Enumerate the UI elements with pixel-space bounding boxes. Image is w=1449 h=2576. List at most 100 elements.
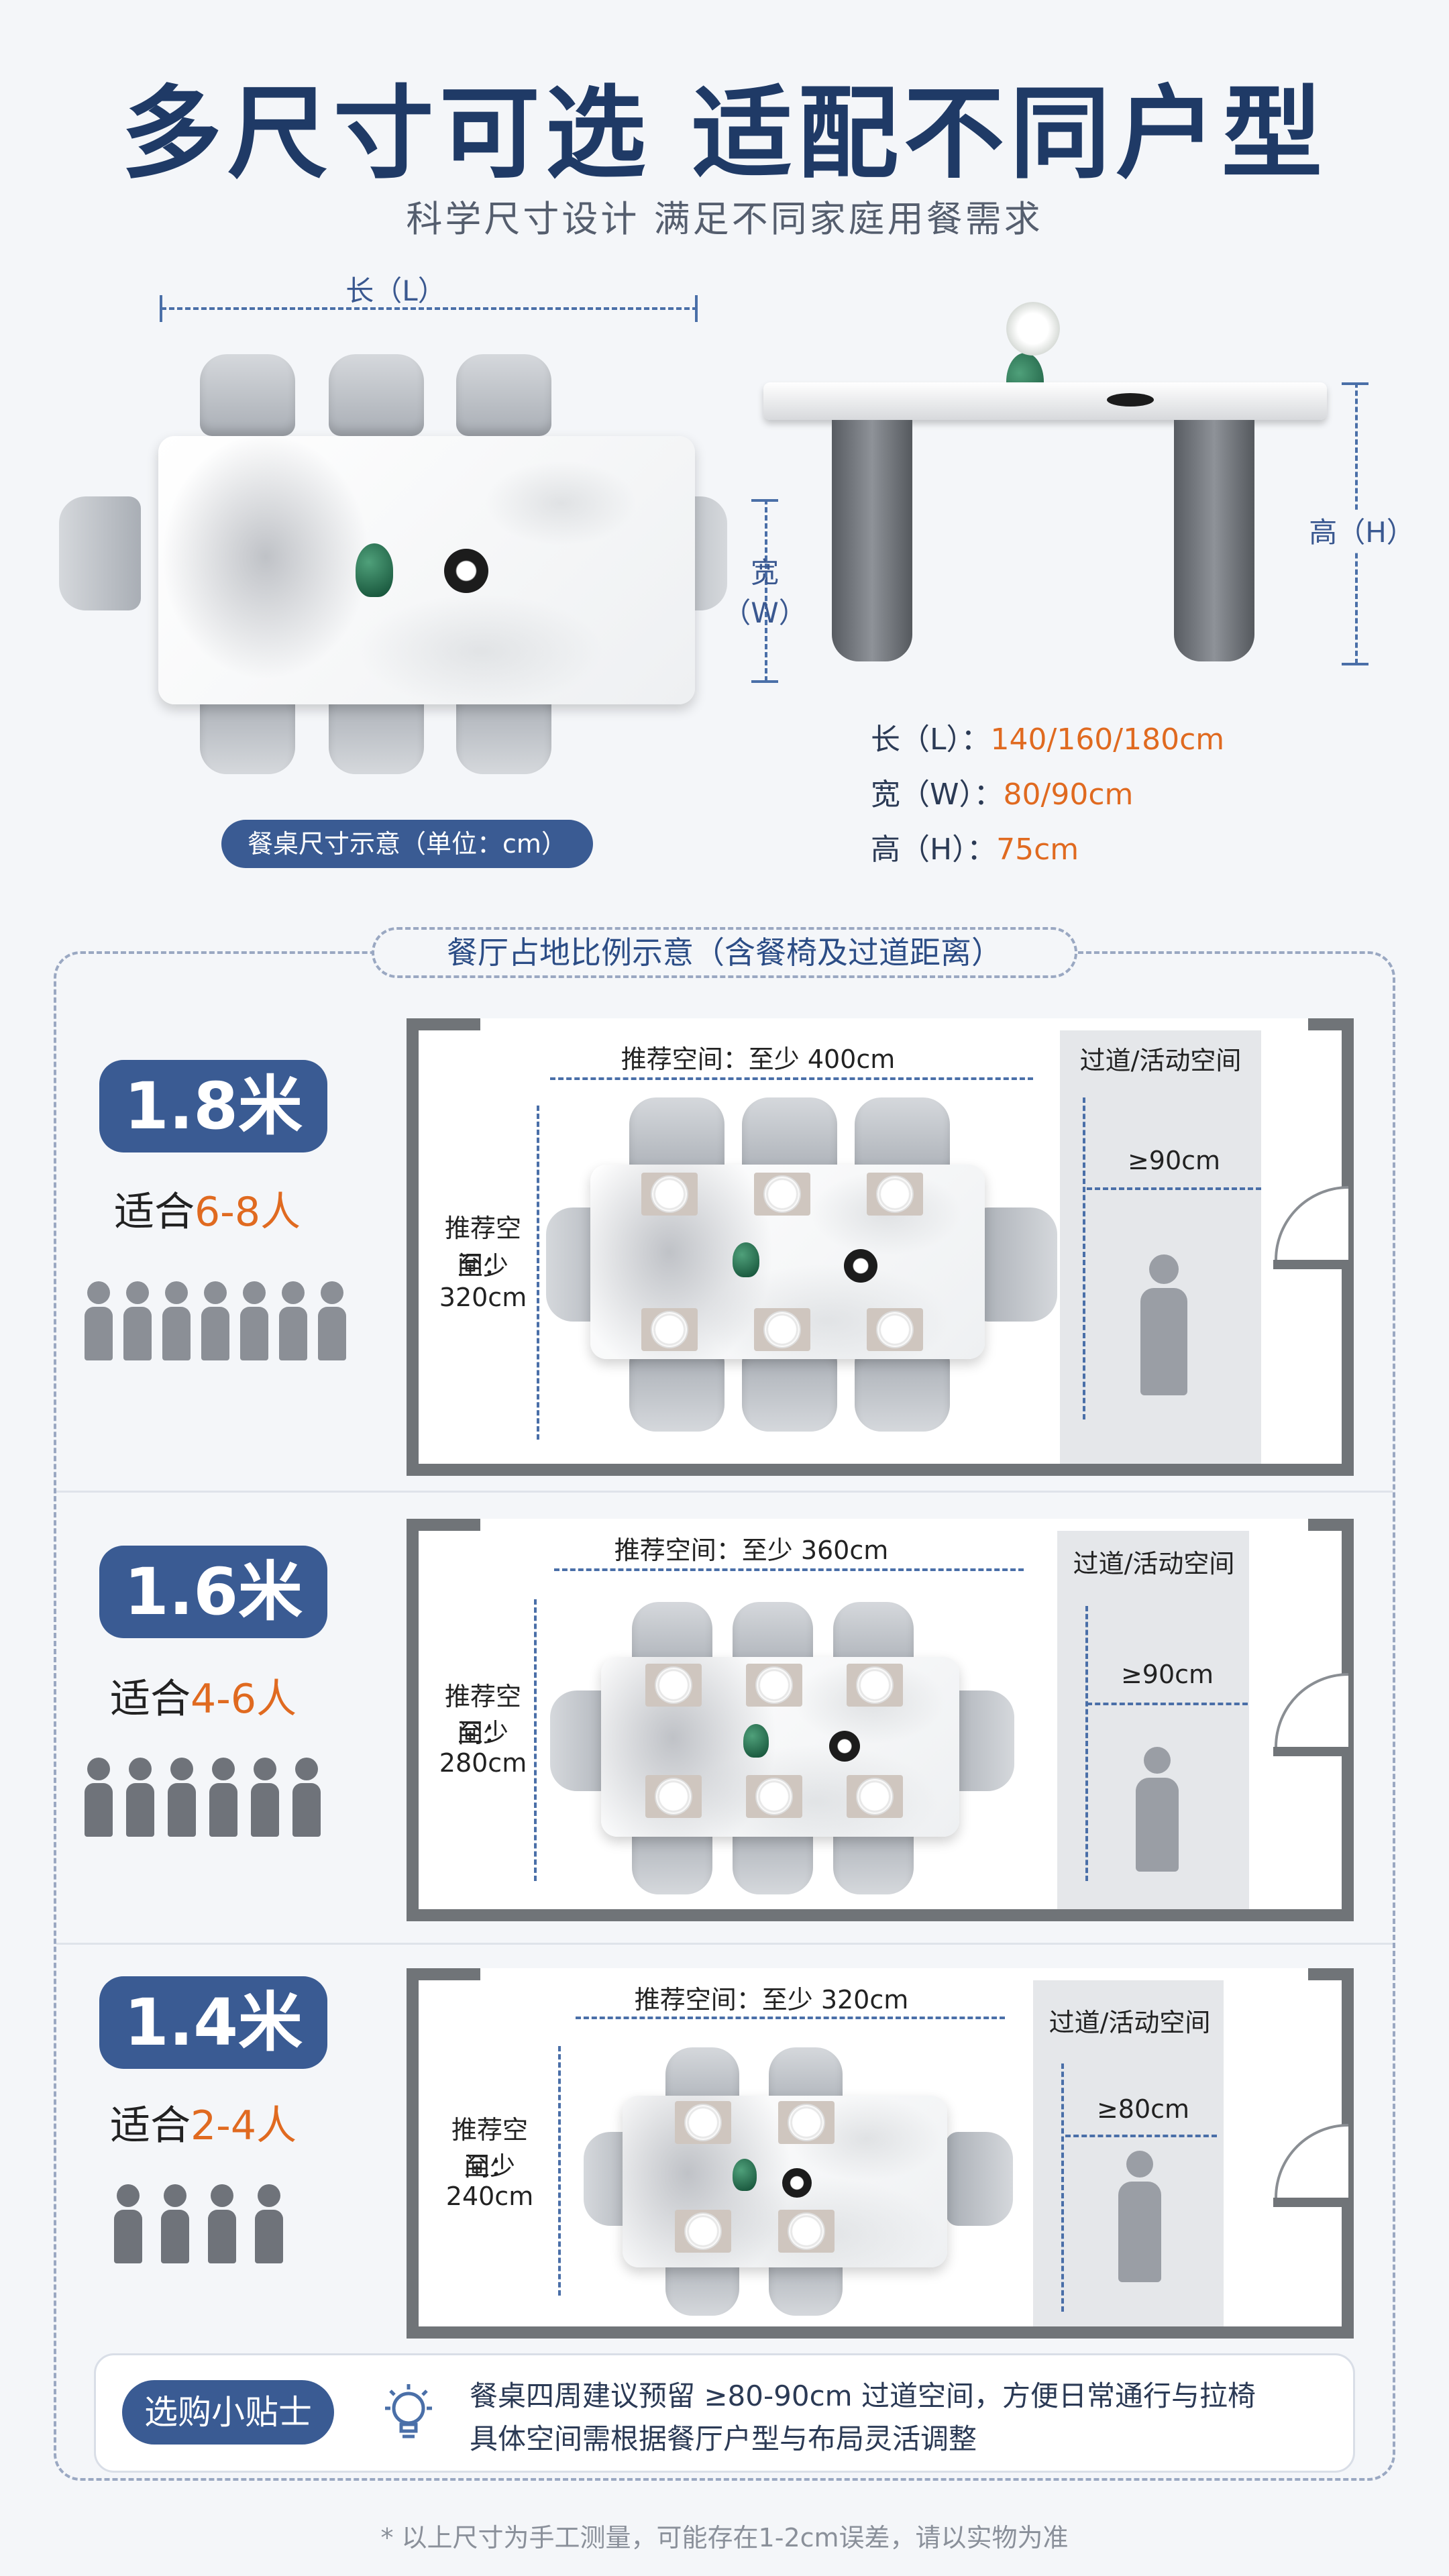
spec-height-label: 高（H）： — [871, 833, 997, 867]
recommended-width-label: 推荐空间：至少 320cm — [634, 1985, 909, 2015]
width-tick-bottom — [751, 680, 778, 683]
people-icons — [85, 1281, 407, 1368]
aisle-depth-line — [1083, 1097, 1085, 1419]
suit-range: 4-6人 — [191, 1676, 297, 1723]
page-subtitle: 科学尺寸设计 满足不同家庭用餐需求 — [406, 198, 1043, 240]
room-wall-top-right — [1308, 1018, 1354, 1030]
vase-icon — [733, 1242, 759, 1277]
plate-setting — [778, 2101, 835, 2144]
tip-line-2: 具体空间需根据餐厅户型与布局灵活调整 — [470, 2422, 977, 2455]
room-row-1-4m: 1.4米 适合2-4人 过道/活动空间 ≥80cm 推荐空间：至少 320cm … — [54, 1956, 1395, 2339]
cup-icon — [844, 1249, 877, 1283]
chair — [200, 354, 295, 436]
aisle-dimension-line — [1065, 2135, 1217, 2137]
person-icon — [162, 1281, 191, 1362]
size-badge: 1.4米 — [99, 1976, 327, 2069]
plate-setting — [675, 2210, 731, 2253]
tips-title: 选购小贴士 — [122, 2380, 334, 2445]
width-dimension-line — [765, 499, 767, 682]
plate-setting — [847, 1664, 903, 1707]
person-icon — [85, 1281, 113, 1362]
diagram-caption: 餐桌尺寸示意（单位：cm） — [221, 820, 593, 868]
recommended-depth-label: 推荐空间： — [444, 1214, 521, 1280]
plate-setting — [645, 1775, 702, 1818]
recommended-depth-value: 240cm — [445, 2182, 534, 2211]
recommended-depth-at-least: 至少 — [457, 1251, 508, 1281]
aisle-label: 过道/活动空间 — [1079, 1046, 1242, 1075]
chair — [456, 354, 551, 436]
cup-icon — [1107, 393, 1154, 407]
top-view-diagram: 长（L） 宽 （W） 餐桌尺寸示意（单位：cm） — [54, 268, 807, 872]
people-icons — [114, 2184, 329, 2271]
room-row-1-8m: 1.8米 适合6-8人 过道/活动空间 ≥90cm 推荐空间：至少 400cm … — [54, 1006, 1395, 1476]
spec-length: 长（L）：140/160/180cm — [871, 715, 1224, 758]
door-frame — [1273, 1260, 1354, 1269]
plate-setting — [746, 1664, 802, 1707]
width-tick-top — [751, 499, 778, 502]
person-icon — [251, 1758, 279, 1838]
person-icon — [240, 1281, 268, 1362]
room-wall-top-right — [1308, 1968, 1354, 1980]
person-icon — [318, 1281, 346, 1362]
width-label-sub: （W） — [722, 596, 807, 629]
suit-text: 适合6-8人 — [114, 1179, 301, 1238]
plate-setting — [754, 1173, 810, 1216]
recommended-width-line — [576, 2017, 1005, 2019]
chair — [855, 1350, 950, 1432]
tip-line-1: 餐桌四周建议预留 ≥80-90cm 过道空间，方便日常通行与拉椅 — [470, 2379, 1256, 2412]
room-wall-top-right — [1308, 1519, 1354, 1531]
plate-setting — [867, 1308, 923, 1351]
spec-length-label: 长（L）： — [871, 722, 991, 757]
person-icon — [114, 2184, 142, 2265]
cup-icon — [444, 549, 488, 593]
room-section-title: 餐厅占地比例示意（含餐椅及过道距离） — [372, 927, 1077, 978]
spec-length-value: 140/160/180cm — [990, 722, 1225, 757]
recommended-width-label: 推荐空间：至少 360cm — [614, 1536, 889, 1565]
plate-setting — [778, 2210, 835, 2253]
recommended-depth-line — [537, 1106, 539, 1440]
side-view-diagram: 高（H） 长（L）：140/160/180cm 宽（W）：80/90cm 高（H… — [751, 288, 1422, 892]
table-top-view — [158, 436, 695, 704]
spec-width-label: 宽（W）： — [871, 777, 1004, 812]
door-frame — [1273, 2198, 1354, 2207]
person-icon — [292, 1758, 321, 1838]
suit-range: 6-8人 — [195, 1189, 301, 1236]
page-title: 多尺寸可选 适配不同户型 — [121, 76, 1328, 193]
vase-icon — [743, 1724, 769, 1758]
walking-person-icon — [1127, 1747, 1187, 1874]
person-icon — [85, 1758, 113, 1838]
cup-icon — [782, 2168, 812, 2198]
aisle-depth-line — [1061, 2063, 1064, 2312]
recommended-depth-at-least: 至少 — [464, 2151, 515, 2181]
size-badge: 1.6米 — [99, 1546, 327, 1638]
aisle-depth-line — [1085, 1606, 1088, 1881]
chair — [456, 692, 551, 774]
room-wall-top-left — [407, 1018, 480, 1030]
vase-icon — [356, 543, 393, 597]
room-divider — [56, 1491, 1393, 1493]
footer-note: * 以上尺寸为手工测量，可能存在1-2cm误差，请以实物为准 — [380, 2523, 1069, 2553]
length-label: 长（L） — [345, 274, 446, 307]
lightbulb-icon — [380, 2380, 437, 2447]
plate-setting — [746, 1775, 802, 1818]
chair — [742, 1350, 837, 1432]
cup-icon — [829, 1731, 860, 1762]
recommended-depth-line — [558, 2046, 561, 2296]
spec-width: 宽（W）：80/90cm — [871, 770, 1133, 813]
person-icon — [161, 2184, 189, 2265]
plate-setting — [754, 1308, 810, 1351]
chair — [946, 2132, 1013, 2226]
person-icon — [255, 2184, 283, 2265]
person-icon — [168, 1758, 196, 1838]
chair — [329, 692, 424, 774]
table-leg-right — [1174, 420, 1254, 661]
room-wall-top-left — [407, 1519, 480, 1531]
aisle-label: 过道/活动空间 — [1073, 1549, 1235, 1578]
suit-prefix: 适合 — [110, 2102, 191, 2149]
suit-prefix: 适合 — [110, 1676, 191, 1723]
length-dimension-line — [161, 307, 698, 310]
recommended-depth-line — [534, 1599, 537, 1881]
table-leg-left — [832, 420, 912, 661]
plate-setting — [641, 1173, 698, 1216]
room-row-1-6m: 1.6米 适合4-6人 过道/活动空间 ≥90cm 推荐空间：至少 360cm … — [54, 1505, 1395, 1935]
